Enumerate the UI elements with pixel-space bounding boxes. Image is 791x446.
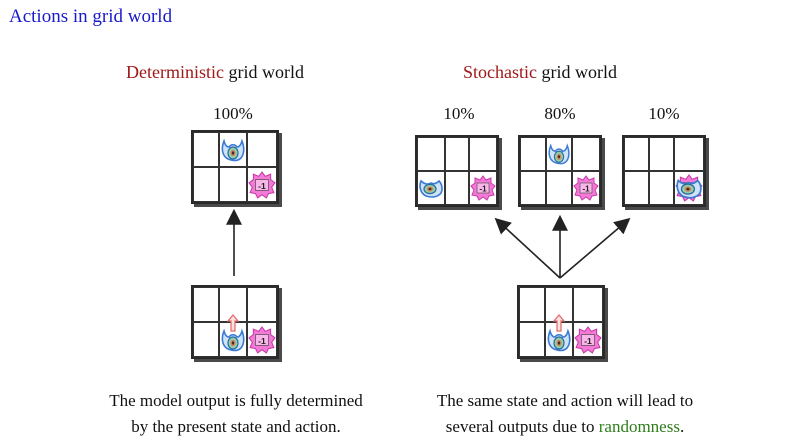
slide-title: Actions in grid world <box>9 6 173 27</box>
grid-cell <box>546 137 572 171</box>
deterministic-start-grid: -1 <box>191 285 279 359</box>
stochastic-result-grid-left: -1 <box>415 135 499 207</box>
stochastic-result-grid-right <box>622 135 706 207</box>
deterministic-heading-rest: grid world <box>223 62 304 82</box>
penalty-label: -1 <box>479 185 487 194</box>
stochastic-start-grid: -1 <box>517 285 605 359</box>
stochastic-caption-line1: The same state and action will lead to <box>436 391 694 410</box>
stochastic-arrow-left <box>494 217 561 279</box>
grid-cell <box>545 314 573 357</box>
deterministic-heading-accent: Deterministic <box>126 62 224 82</box>
grid-cell <box>674 171 704 205</box>
grid-cell <box>445 137 469 171</box>
grid-cell <box>193 132 219 167</box>
grid-cell <box>445 171 469 205</box>
grid-cell <box>572 137 600 171</box>
stochastic-probability-up: 80% <box>544 104 576 123</box>
grid-cell <box>219 167 247 202</box>
grid-cell <box>219 132 247 167</box>
grid-cell <box>417 137 445 171</box>
randomness-highlight: randomness <box>598 417 680 436</box>
grid-cell <box>624 137 649 171</box>
stochastic-caption-suffix: . <box>679 417 685 436</box>
stochastic-arrow-right <box>559 217 631 279</box>
deterministic-result-grid: -1 <box>191 130 279 204</box>
deterministic-probability: 100% <box>213 104 253 123</box>
grid-cell <box>649 171 674 205</box>
grid-cell <box>469 137 497 171</box>
grid-cell <box>546 171 572 205</box>
grid-cell <box>193 322 219 357</box>
penalty-label: -1 <box>258 335 266 345</box>
penalty-icon: -1 <box>248 326 276 353</box>
grid-cell <box>219 314 247 357</box>
stochastic-heading: Stochastic grid world <box>463 62 617 83</box>
grid-cell <box>247 287 277 322</box>
grid-cell <box>573 287 603 322</box>
penalty-icon: -1 <box>470 175 496 201</box>
grid-cell <box>417 171 445 205</box>
stochastic-probability-right: 10% <box>648 104 680 123</box>
penalty-label: -1 <box>582 185 590 194</box>
grid-cell <box>624 171 649 205</box>
grid-cell <box>247 132 277 167</box>
penalty-icon: -1 <box>573 175 599 201</box>
grid-cell <box>674 137 704 171</box>
deterministic-caption-line2: by the present state and action. <box>131 417 341 436</box>
stochastic-heading-rest: grid world <box>537 62 618 82</box>
grid-cell: -1 <box>572 171 600 205</box>
stochastic-caption: The same state and action will lead to s… <box>420 388 710 440</box>
penalty-label: -1 <box>258 180 266 190</box>
stochastic-result-grid-up: -1 <box>518 135 602 207</box>
penalty-label: -1 <box>584 335 592 345</box>
grid-cell: -1 <box>247 167 277 202</box>
grid-cell <box>193 167 219 202</box>
grid-cell <box>519 322 545 357</box>
deterministic-caption: The model output is fully determined by … <box>96 388 376 440</box>
grid-cell: -1 <box>573 322 603 357</box>
stochastic-caption-prefix: several outputs due to <box>445 417 599 436</box>
grid-cell: -1 <box>469 171 497 205</box>
stochastic-probability-left: 10% <box>443 104 475 123</box>
penalty-icon: -1 <box>248 171 276 198</box>
deterministic-caption-line1: The model output is fully determined <box>109 391 363 410</box>
penalty-icon: -1 <box>574 326 602 353</box>
grid-cell <box>520 171 546 205</box>
deterministic-heading: Deterministic grid world <box>126 62 304 83</box>
stochastic-heading-accent: Stochastic <box>463 62 537 82</box>
grid-cell <box>520 137 546 171</box>
grid-cell <box>193 287 219 322</box>
grid-cell: -1 <box>247 322 277 357</box>
grid-cell <box>519 287 545 322</box>
grid-cell <box>649 137 674 171</box>
stochastic-caption-line2: several outputs due to randomness. <box>420 414 710 440</box>
